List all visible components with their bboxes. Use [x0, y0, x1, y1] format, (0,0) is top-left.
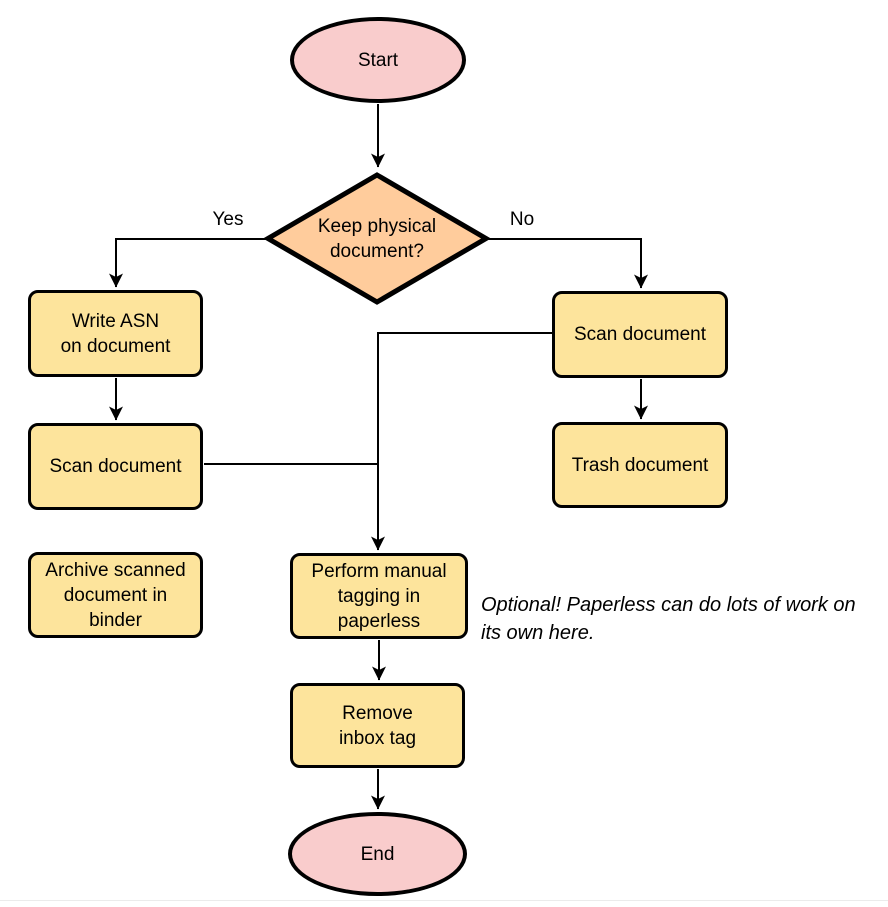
node-start-label: Start: [357, 49, 399, 71]
node-archive: Archive scanned document in binder: [28, 552, 203, 638]
node-start: Start: [290, 17, 466, 103]
node-archive-label: Archive scanned document in binder: [45, 559, 186, 631]
page-bottom-divider: [0, 900, 888, 901]
node-end-label: End: [360, 843, 395, 865]
annotation-note: Optional! Paperless can do lots of work …: [481, 594, 856, 644]
node-write-asn: Write ASN on document: [28, 290, 203, 377]
node-decision: Keep physical document?: [265, 172, 489, 305]
node-scan-right: Scan document: [552, 291, 728, 378]
node-write-asn-label: Write ASN on document: [60, 310, 171, 357]
node-decision-label: Keep physical document?: [317, 215, 437, 262]
node-remove-inbox: Remove inbox tag: [290, 683, 465, 768]
node-scan-right-label: Scan document: [573, 324, 707, 345]
edge-scan-right-tagging: [371, 332, 552, 551]
edge-label-yes: Yes: [212, 209, 244, 230]
node-scan-left-label: Scan document: [49, 456, 182, 477]
edge-decision-write-asn: [109, 238, 266, 288]
node-tagging-label: Perform manual tagging in paperless: [311, 560, 447, 632]
node-scan-left: Scan document: [28, 423, 203, 510]
decision-shape: [263, 172, 491, 305]
node-end: End: [288, 812, 467, 896]
edge-label-no: No: [509, 209, 535, 230]
edge-decision-scan-right: [488, 238, 648, 289]
node-remove-inbox-label: Remove inbox tag: [338, 702, 417, 749]
node-trash-label: Trash document: [571, 454, 709, 476]
node-tagging: Perform manual tagging in paperless: [290, 553, 468, 639]
node-trash: Trash document: [552, 422, 728, 508]
